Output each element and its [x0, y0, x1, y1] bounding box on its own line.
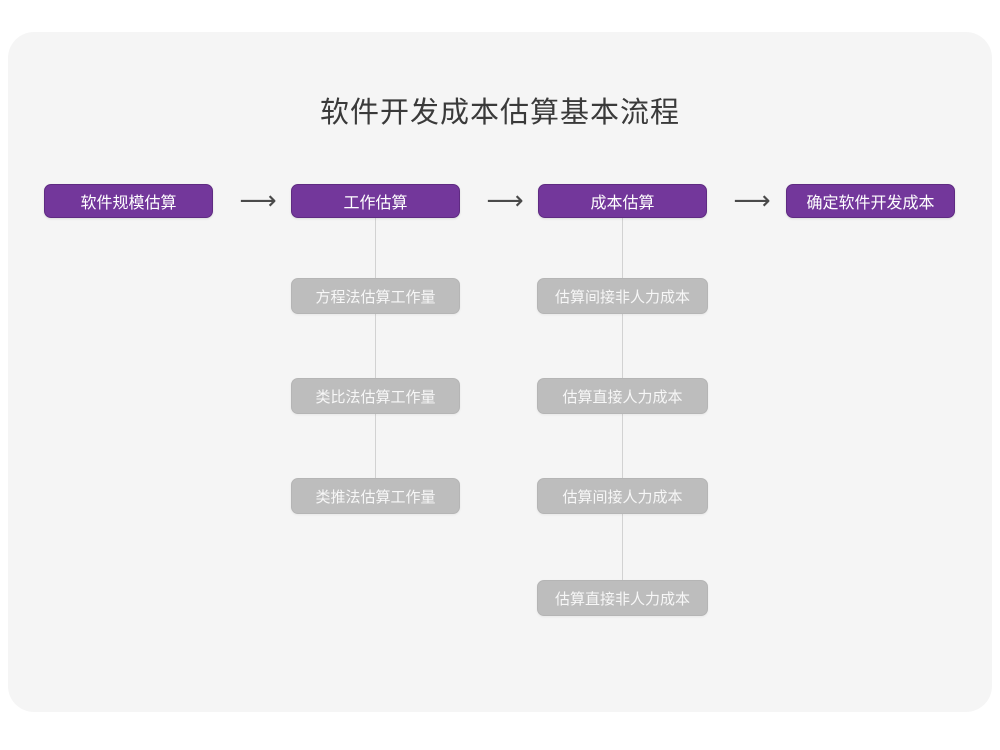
branch-node-label: 类比法估算工作量 — [315, 388, 436, 406]
branch-node-indirect-nonlabor-cost[interactable]: 估算间接非人力成本 — [537, 278, 708, 314]
branch-node-indirect-labor-cost[interactable]: 估算间接人力成本 — [537, 478, 708, 514]
flow-node-label: 工作估算 — [343, 195, 408, 212]
flow-node-label: 确定软件开发成本 — [806, 195, 935, 212]
branch-node-analogy-method-workload[interactable]: 类比法估算工作量 — [291, 378, 460, 414]
branch-node-direct-nonlabor-cost[interactable]: 估算直接非人力成本 — [537, 580, 708, 616]
branch-node-label: 方程法估算工作量 — [315, 288, 436, 306]
page-title: 软件开发成本估算基本流程 — [319, 97, 680, 129]
flow-arrow-3: ⟶ — [733, 186, 771, 216]
flow-node-cost-estimation[interactable]: 成本估算 — [538, 184, 707, 218]
flow-arrow-1: ⟶ — [239, 186, 277, 216]
branch-node-label: 估算间接非人力成本 — [554, 288, 690, 306]
branch-node-label: 估算直接人力成本 — [562, 388, 683, 406]
branch-node-label: 估算间接人力成本 — [562, 488, 683, 506]
flow-node-determine-dev-cost[interactable]: 确定软件开发成本 — [786, 184, 955, 218]
branch-node-label: 类推法估算工作量 — [315, 488, 436, 506]
diagram-card — [8, 32, 992, 712]
branch-node-equation-method-workload[interactable]: 方程法估算工作量 — [291, 278, 460, 314]
flow-node-software-scale-estimation[interactable]: 软件规模估算 — [44, 184, 213, 218]
flow-node-work-estimation[interactable]: 工作估算 — [291, 184, 460, 218]
flow-arrow-2: ⟶ — [486, 186, 524, 216]
flow-node-label: 成本估算 — [590, 195, 655, 212]
branch-node-inference-method-workload[interactable]: 类推法估算工作量 — [291, 478, 460, 514]
branch-node-direct-labor-cost[interactable]: 估算直接人力成本 — [537, 378, 708, 414]
branch-node-label: 估算直接非人力成本 — [554, 590, 690, 608]
flow-node-label: 软件规模估算 — [80, 195, 177, 212]
